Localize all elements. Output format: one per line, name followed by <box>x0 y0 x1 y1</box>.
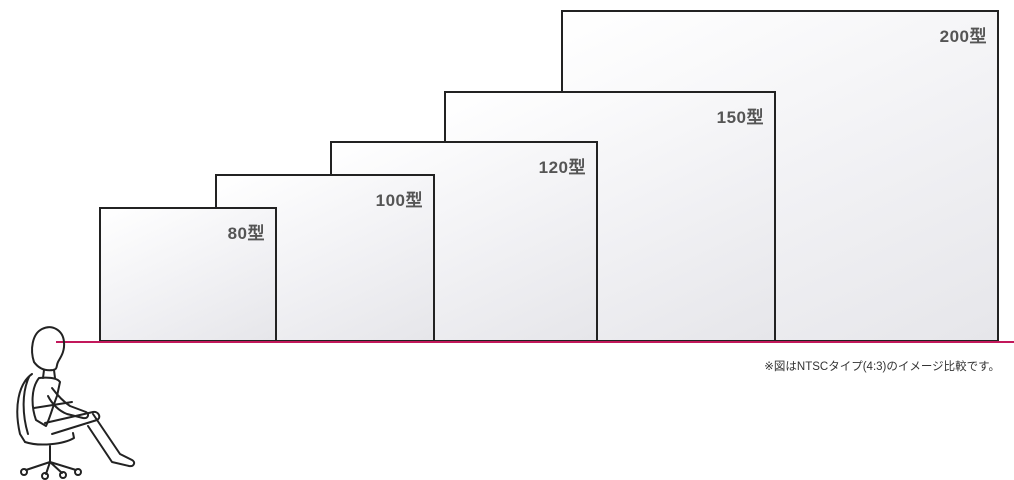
comparison-note: ※図はNTSCタイプ(4:3)のイメージ比較です。 <box>764 361 1000 373</box>
screen-size-label: 120型 <box>538 158 586 177</box>
screen-80-inch: 80型 <box>99 207 277 342</box>
floor-line <box>56 341 1014 343</box>
seated-person-icon <box>16 326 136 480</box>
screen-size-label: 150型 <box>716 108 764 127</box>
screen-size-label: 200型 <box>939 27 987 46</box>
screen-size-label: 100型 <box>375 191 423 210</box>
screen-size-label: 80型 <box>227 224 265 243</box>
